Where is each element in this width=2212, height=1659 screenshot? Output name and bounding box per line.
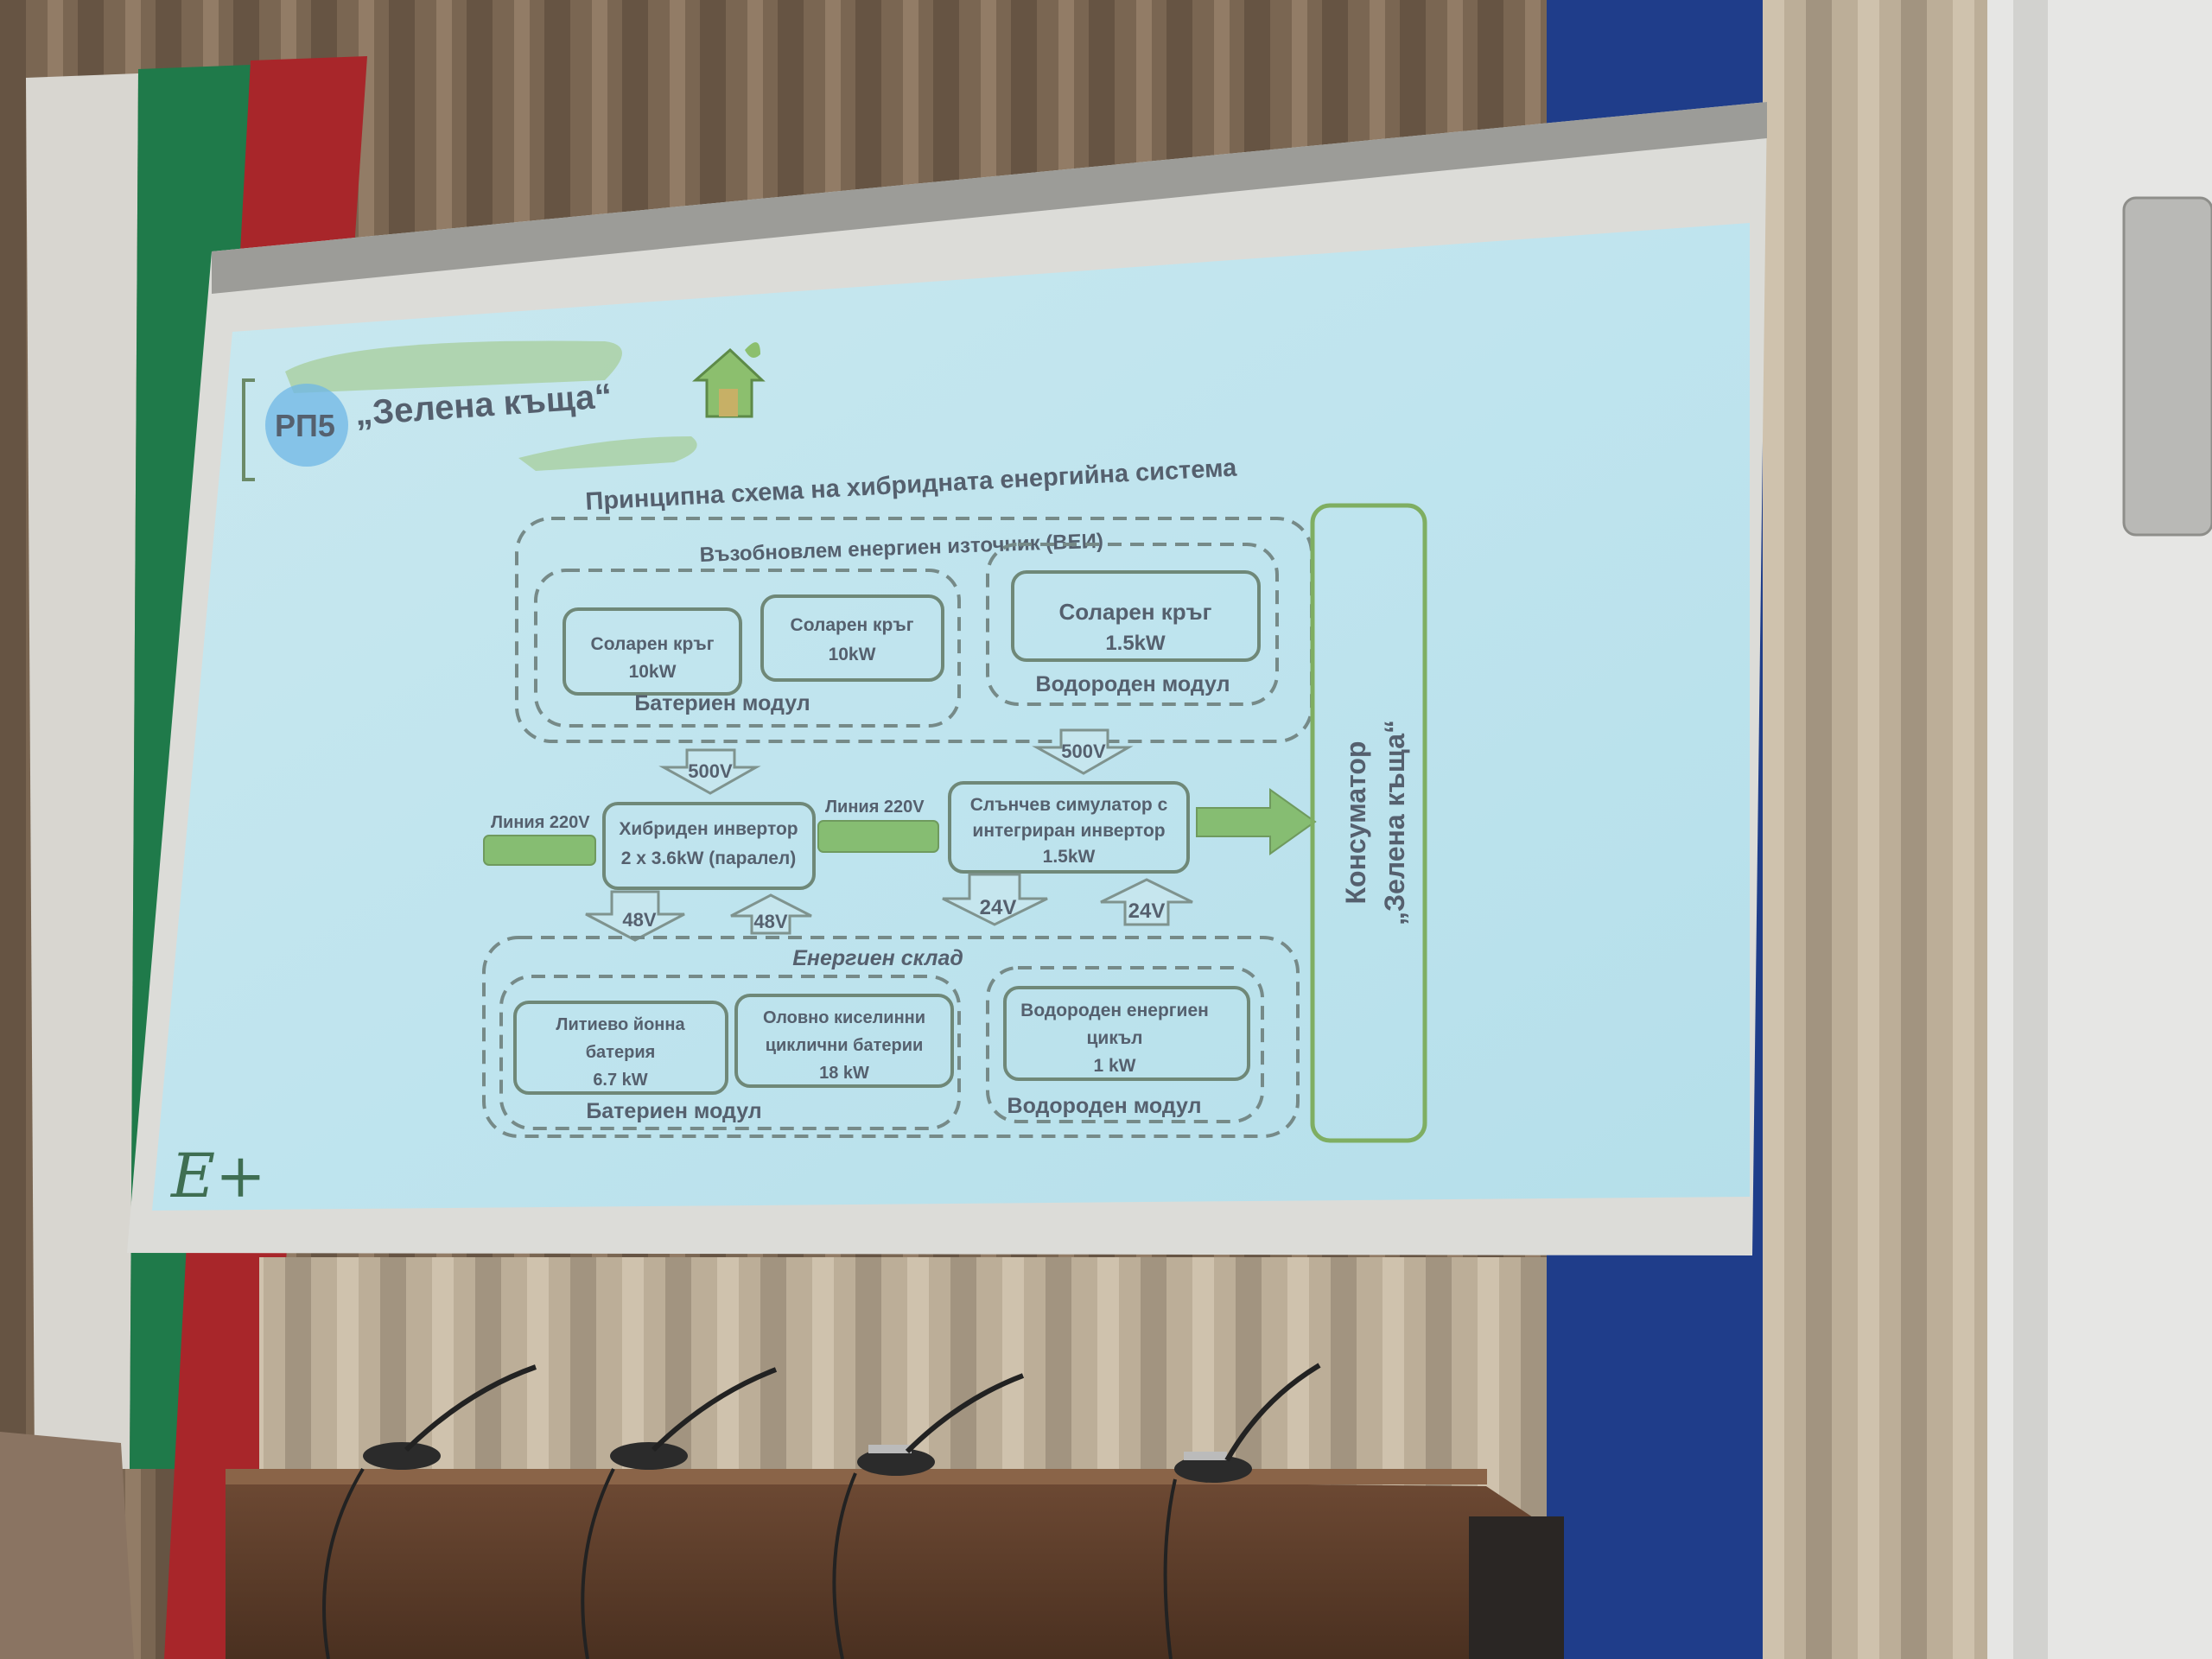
energy-storage-label: Енергиен склад — [792, 946, 963, 970]
header-leaf-decoration-2 — [518, 436, 697, 471]
microphone-3 — [832, 1373, 1025, 1659]
lithium-battery-line1: Литиево йонна — [556, 1015, 685, 1034]
lithium-battery-box — [513, 1001, 728, 1095]
flag-white-stripe — [26, 73, 138, 1469]
arrow-24v-up — [1100, 878, 1193, 926]
voltage-500v-inverter: 500V — [688, 760, 733, 782]
consumer-line1: Консуматор — [1340, 741, 1371, 905]
solar-circuit-1-name: Соларен кръг — [591, 634, 715, 654]
solar-circuit-3-power: 1.5kW — [1105, 632, 1166, 655]
microphone-1 — [322, 1364, 537, 1659]
solar-circuit-2-name: Соларен кръг — [791, 615, 914, 635]
wall-speaker — [2122, 196, 2212, 537]
lead-acid-battery-line1: Оловно киселинни — [763, 1008, 925, 1027]
microphone-4 — [1163, 1363, 1321, 1659]
voltage-500v-simulator: 500V — [1061, 741, 1106, 762]
screen-top-bar — [212, 102, 1767, 294]
solar-simulator-power: 1.5kW — [1043, 847, 1096, 867]
line-220v-label-2: Линия 220V — [825, 798, 925, 817]
lead-acid-battery-power: 18 kW — [819, 1064, 869, 1083]
green-house-icon — [692, 342, 766, 418]
voltage-48v-down: 48V — [622, 909, 656, 931]
solar-simulator-box — [948, 781, 1190, 874]
table-dark-end — [1469, 1516, 1564, 1659]
consumer-line2: „Зелена къща“ — [1379, 720, 1410, 925]
hybrid-inverter-name: Хибриден инвертор — [619, 819, 798, 839]
lithium-battery-line2: батерия — [586, 1043, 656, 1062]
hydrogen-cycle-line2: цикъл — [1087, 1028, 1143, 1048]
arrow-to-consumer — [1196, 788, 1317, 855]
hybrid-inverter-power: 2 x 3.6kW (паралел) — [621, 849, 797, 868]
table-top-edge — [226, 1469, 1487, 1484]
hydrogen-cycle-box — [1003, 986, 1250, 1081]
hydrogen-cycle-line1: Водороден енергиен — [1020, 1001, 1209, 1020]
solar-circuit-3-name: Соларен кръг — [1059, 599, 1212, 625]
side-curtain — [1763, 0, 1996, 1659]
voltage-24v-up: 24V — [1128, 899, 1166, 923]
solar-circuit-2-power: 10kW — [829, 645, 876, 664]
microphone-2 — [581, 1367, 778, 1659]
lead-acid-battery-line2: циклични батерии — [766, 1036, 924, 1055]
arrow-48v-down — [585, 890, 685, 942]
storage-hydrogen-module-label: Водороден модул — [1007, 1094, 1202, 1118]
source-battery-module-label: Батериен модул — [634, 691, 810, 715]
solar-circuit-1-power: 10kW — [629, 662, 677, 682]
consumer-box — [1310, 503, 1427, 1143]
source-hydrogen-module-label: Водороден модул — [1036, 672, 1230, 696]
solar-circuit-box-3 — [1011, 570, 1261, 662]
solar-circuit-box-1 — [563, 607, 742, 696]
storage-battery-module-label: Батериен модул — [586, 1099, 761, 1123]
arrow-48v-up — [730, 893, 812, 935]
solar-circuit-box-2 — [760, 594, 944, 682]
source-hydrogen-module-group — [986, 543, 1279, 706]
wall-column — [2013, 0, 2048, 1659]
arrow-500v-to-inverter — [658, 748, 761, 795]
lithium-battery-power: 6.7 kW — [593, 1071, 647, 1090]
hydrogen-cycle-power: 1 kW — [1093, 1056, 1135, 1076]
line-220v-bar-1 — [483, 835, 596, 866]
e-plus-logo: E+ — [169, 1141, 266, 1211]
solar-simulator-line2: интегриран инвертор — [972, 821, 1165, 841]
lead-acid-battery-box — [734, 994, 954, 1088]
voltage-48v-up: 48V — [753, 911, 787, 932]
source-battery-module-group — [534, 569, 961, 728]
hybrid-inverter-box — [602, 802, 816, 890]
arrow-500v-to-simulator — [1032, 728, 1134, 775]
presidium-table — [226, 1474, 1538, 1659]
voltage-24v-down: 24V — [980, 896, 1017, 919]
header-code: РП5 — [275, 408, 335, 443]
arrow-24v-down — [942, 873, 1048, 926]
line-220v-bar-2 — [817, 820, 939, 853]
solar-simulator-line1: Слънчев симулатор с — [970, 795, 1168, 815]
person-shoulder — [0, 1432, 134, 1659]
badge-blob — [265, 384, 348, 467]
line-220v-label-1: Линия 220V — [491, 813, 590, 832]
microphones — [322, 1363, 1321, 1659]
header-bracket — [242, 378, 255, 481]
energy-storage-group — [482, 936, 1300, 1138]
header-leaf-decoration — [285, 340, 622, 393]
